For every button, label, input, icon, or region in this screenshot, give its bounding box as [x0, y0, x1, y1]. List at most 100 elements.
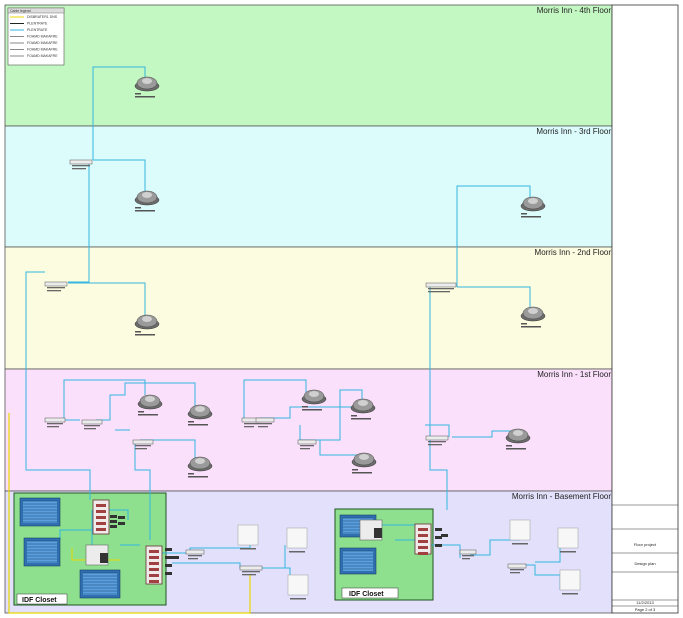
title-block-plan: Design plan	[634, 561, 655, 566]
floor-band-1st	[4, 368, 613, 492]
legend-label: DISBRATER1 DNS	[27, 15, 58, 19]
floor-title-3rd: Morris Inn - 3rd Floor	[536, 127, 611, 136]
floor-title-4th: Morris Inn - 4th Floor	[537, 6, 612, 15]
legend-item: PLENTRATE	[10, 22, 48, 26]
legend-label: FOAMD MAKAFRE	[27, 35, 58, 39]
server-icon	[79, 569, 121, 599]
title-block-project: Floor project	[634, 542, 657, 547]
idf-closet-right-label: IDF Closet	[349, 591, 384, 598]
access-point-icon	[301, 389, 327, 411]
devices	[19, 76, 581, 600]
port-icon	[165, 572, 172, 575]
access-point-icon	[505, 428, 531, 450]
floor-band-2nd	[4, 246, 613, 370]
cable	[260, 406, 360, 419]
server-icon	[23, 537, 61, 567]
legend-label: FOAMD MAKAFRE	[27, 54, 58, 58]
switch-icon	[185, 549, 205, 560]
ups-icon	[359, 519, 383, 541]
floor-title-basement: Morris Inn - Basement Floor	[512, 492, 611, 501]
port-icon	[110, 525, 117, 528]
cable	[429, 287, 448, 510]
switch-icon	[44, 281, 68, 292]
port-icon	[165, 564, 172, 567]
cable	[425, 424, 450, 437]
legend-label: PLENTRATE	[27, 28, 48, 32]
port-icon	[172, 556, 179, 559]
wall-jack-icon	[237, 524, 259, 550]
switch-icon	[69, 159, 93, 170]
access-point-icon	[137, 394, 163, 416]
port-icon	[441, 534, 448, 537]
wall-jack-icon	[287, 574, 309, 600]
wall-jack-icon	[559, 569, 581, 595]
access-point-icon	[520, 196, 546, 218]
switch-icon	[44, 417, 66, 428]
wall-jack-icon	[509, 519, 531, 545]
port-icon	[118, 522, 125, 525]
cable	[92, 66, 146, 160]
switch-icon	[459, 549, 477, 560]
port-icon	[435, 544, 442, 547]
port-icon	[165, 548, 172, 551]
cable	[63, 379, 146, 420]
legend-item: FOAMD MAKAFRE	[10, 35, 58, 39]
port-icon	[435, 528, 442, 531]
cable	[452, 430, 515, 438]
port-icon	[435, 536, 442, 539]
port-icon	[110, 515, 117, 518]
wall-jack-icon	[286, 527, 308, 553]
cable	[243, 379, 307, 418]
legend-title: Cable legend	[10, 9, 31, 13]
patch-panel-icon	[145, 545, 163, 585]
cable	[535, 548, 561, 563]
access-point-icon	[134, 76, 160, 98]
cable	[68, 282, 146, 318]
cable	[25, 271, 91, 500]
legend-label: PLENTRATE	[27, 22, 48, 26]
cable	[320, 389, 363, 441]
floor-title-1st: Morris Inn - 1st Floor	[537, 370, 611, 379]
poe-cable-left	[8, 413, 251, 614]
patch-panel-icon	[92, 499, 110, 535]
legend-item: FOAMD MAKAFRE	[10, 41, 58, 45]
port-icon	[118, 516, 125, 519]
access-point-icon	[134, 190, 160, 212]
switch-icon	[255, 417, 275, 428]
legend-item: DISBRATER1 DNS	[10, 15, 58, 19]
switch-icon	[425, 435, 449, 446]
cable	[456, 185, 531, 287]
switch-icon	[81, 419, 103, 430]
idf-closet-left-label-box	[16, 593, 68, 605]
switch-icon	[132, 439, 154, 450]
access-point-icon	[350, 398, 376, 420]
port-icon	[110, 520, 117, 523]
cable	[68, 162, 90, 283]
port-icon	[165, 556, 172, 559]
title-block-page: Page 2 of 3	[635, 607, 656, 612]
title-block-date: 11/2/2013	[636, 600, 654, 605]
switch-icon	[425, 282, 457, 293]
access-point-icon	[520, 306, 546, 328]
idf-closet-left-label: IDF Closet	[22, 597, 57, 604]
title-block	[611, 4, 679, 614]
cable-legend: Cable legend DISBRATER1 DNS PLENTRATE PLEN…	[7, 7, 65, 66]
cable	[93, 159, 146, 192]
idf-closet-right-label-box	[341, 587, 399, 599]
cable	[96, 382, 196, 421]
floor-band-4th	[4, 4, 613, 127]
cable	[457, 286, 531, 310]
legend-label: FOAMD MAKAFRE	[27, 48, 58, 52]
wall-jack-icon	[557, 527, 579, 553]
floor-title-2nd: Morris Inn - 2nd Floor	[535, 248, 612, 257]
access-point-icon	[187, 404, 213, 426]
legend-item: PLENTRATE	[10, 28, 48, 32]
switch-icon	[507, 563, 527, 574]
cable	[140, 439, 196, 460]
legend-label: FOAMD MAKAFRE	[27, 41, 58, 45]
server-icon	[19, 497, 61, 527]
legend-item: FOAMD MAKAFRE	[10, 54, 58, 58]
server-icon	[339, 547, 377, 575]
